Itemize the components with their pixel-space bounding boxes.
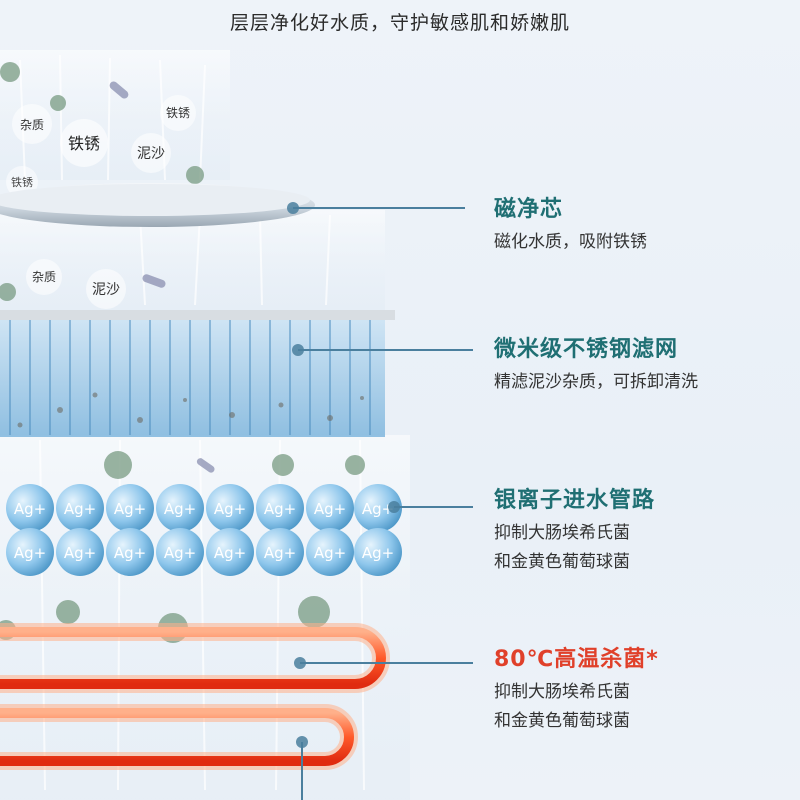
- ion-label: Ag+: [362, 544, 394, 562]
- feature-desc-line-2: 和金黄色葡萄球菌: [494, 551, 630, 572]
- germ-icons: [0, 62, 365, 643]
- ion-label: Ag+: [14, 544, 46, 562]
- feature-title: 微米级不锈钢滤网: [494, 337, 679, 362]
- feature-desc-line-1: 抑制大肠埃希氏菌: [494, 681, 630, 702]
- impurity-label: 铁锈: [166, 106, 190, 120]
- ion-label: Ag+: [64, 544, 96, 562]
- impurity-bubbles: 杂质 铁锈 铁锈 泥沙 铁锈 杂质 泥沙: [6, 95, 196, 309]
- feature-desc: 精滤泥沙杂质，可拆卸清洗: [494, 371, 698, 392]
- silver-ion-spheres: Ag+ Ag+ Ag+ Ag+ Ag+ Ag+ Ag+ Ag+ Ag+ Ag+ …: [6, 484, 402, 576]
- ion-label: Ag+: [114, 544, 146, 562]
- headline: 层层净化好水质，守护敏感肌和娇嫩肌: [229, 12, 570, 34]
- feature-desc-line-2: 和金黄色葡萄球菌: [494, 710, 630, 731]
- ion-label: Ag+: [362, 500, 394, 518]
- ion-label: Ag+: [164, 500, 196, 518]
- feature-silver-ion-pipe: 银离子进水管路 抑制大肠埃希氏菌 和金黄色葡萄球菌: [494, 487, 655, 576]
- water-curtain-mid: [0, 210, 385, 310]
- impurity-label: 铁锈: [68, 134, 100, 153]
- feature-title: 银离子进水管路: [494, 488, 656, 513]
- impurity-label: 泥沙: [92, 282, 120, 298]
- feature-high-temp-sterilization: 80℃高温杀菌* 抑制大肠埃希氏菌 和金黄色葡萄球菌: [494, 646, 659, 735]
- heating-tubes: [0, 623, 390, 770]
- feature-desc: 磁化水质，吸附铁锈: [494, 231, 647, 252]
- ion-label: Ag+: [114, 500, 146, 518]
- feature-magnetic-core: 磁净芯 磁化水质，吸附铁锈: [494, 196, 647, 256]
- ion-label: Ag+: [214, 544, 246, 562]
- impurity-label: 杂质: [32, 270, 56, 284]
- feature-title: 80℃高温杀菌*: [494, 647, 659, 672]
- connector-lines: [287, 202, 473, 800]
- ion-label: Ag+: [314, 544, 346, 562]
- ion-label: Ag+: [314, 500, 346, 518]
- feature-micron-mesh: 微米级不锈钢滤网 精滤泥沙杂质，可拆卸清洗: [494, 336, 698, 396]
- ion-label: Ag+: [164, 544, 196, 562]
- ion-label: Ag+: [214, 500, 246, 518]
- impurity-label: 泥沙: [137, 146, 165, 162]
- ion-label: Ag+: [14, 500, 46, 518]
- stainless-mesh-filter: [0, 310, 395, 437]
- ion-label: Ag+: [264, 544, 296, 562]
- ion-label: Ag+: [64, 500, 96, 518]
- feature-title: 磁净芯: [494, 197, 564, 222]
- feature-desc-line-1: 抑制大肠埃希氏菌: [494, 522, 630, 543]
- ion-label: Ag+: [264, 500, 296, 518]
- impurity-label: 铁锈: [11, 176, 33, 189]
- impurity-label: 杂质: [20, 118, 44, 132]
